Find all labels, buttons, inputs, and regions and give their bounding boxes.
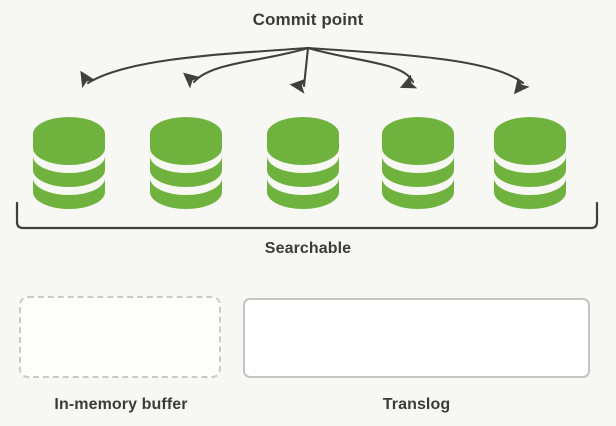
arrow-to-segment-2 [183, 46, 310, 89]
commit-point-label: Commit point [252, 10, 364, 29]
translog-box[interactable] [243, 298, 590, 378]
searchable-bracket [15, 201, 599, 230]
database-cylinder-icon [150, 117, 222, 209]
searchable-label: Searchable [264, 240, 352, 257]
segment-2[interactable] [150, 117, 222, 209]
arrow-to-segment-5 [306, 46, 530, 95]
database-cylinder-icon [494, 117, 566, 209]
arrow-to-segment-4 [306, 46, 418, 89]
database-cylinder-icon [267, 117, 339, 209]
in-memory-buffer-box[interactable] [19, 296, 221, 378]
arrow-to-segment-1 [80, 46, 310, 89]
database-cylinder-icon [33, 117, 105, 209]
segment-4[interactable] [382, 117, 454, 209]
segment-1[interactable] [33, 117, 105, 209]
database-cylinder-icon [382, 117, 454, 209]
segment-5[interactable] [494, 117, 566, 209]
arrow-to-segment-3 [289, 46, 310, 94]
in-memory-buffer-label: In-memory buffer [54, 396, 188, 413]
translog-label: Translog [382, 396, 451, 413]
segment-3[interactable] [267, 117, 339, 209]
